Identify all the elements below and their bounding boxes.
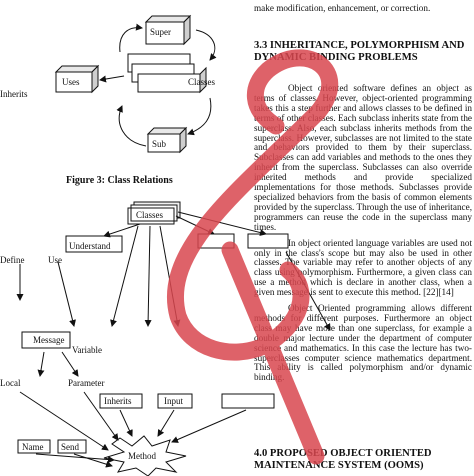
- label-variable: Variable: [72, 345, 102, 355]
- upper-diagram: [54, 14, 217, 154]
- label-inherits-upper: Inherits: [0, 89, 28, 99]
- label-classes-lower: Classes: [136, 210, 163, 220]
- name-box: [17, 439, 51, 454]
- method-burst: [103, 435, 187, 476]
- label-sub: Sub: [152, 139, 167, 149]
- paragraph-2: In object oriented language variables ar…: [254, 237, 472, 298]
- label-classes-upper: Classes: [188, 77, 215, 87]
- label-inherits-lower: Inherits: [104, 396, 132, 406]
- label-local: Local: [0, 378, 21, 388]
- label-name: Name: [22, 442, 44, 452]
- top-line: make modification, enhancement, or corre…: [254, 3, 431, 13]
- section-3-3-heading: 3.3 INHERITANCE, POLYMORPHISM AND DYNAMI…: [254, 40, 465, 63]
- section-4-0-heading: 4.0 PROPOSED OBJECT ORIENTED MAINTENANCE…: [254, 448, 432, 471]
- super-box: [144, 14, 192, 46]
- send-box: [57, 439, 87, 454]
- classes-stack: [127, 53, 207, 94]
- blank-box-1: [197, 233, 235, 249]
- label-use: Use: [48, 255, 62, 265]
- label-method: Method: [128, 451, 156, 461]
- input-box: [157, 393, 193, 409]
- label-super: Super: [150, 27, 171, 37]
- label-send: Send: [61, 442, 79, 452]
- label-input: Input: [164, 396, 183, 406]
- message-box: [21, 331, 71, 349]
- figure-caption: Figure 3: Class Relations: [66, 175, 173, 186]
- label-define: Define: [0, 255, 25, 265]
- paragraph-3: Object Oriented programming allows diffe…: [254, 303, 472, 383]
- label-parameter: Parameter: [68, 378, 105, 388]
- understand-box: [65, 235, 123, 253]
- paragraph-1: Object oriented software defines an obje…: [254, 83, 472, 232]
- blank-box-3: [221, 393, 275, 409]
- label-uses: Uses: [62, 77, 80, 87]
- label-understand: Understand: [69, 241, 111, 251]
- inherits-box: [99, 393, 143, 409]
- uses-box: [54, 64, 100, 94]
- section-3-3-body: Object oriented software defines an obje…: [254, 83, 472, 383]
- label-message: Message: [33, 335, 65, 345]
